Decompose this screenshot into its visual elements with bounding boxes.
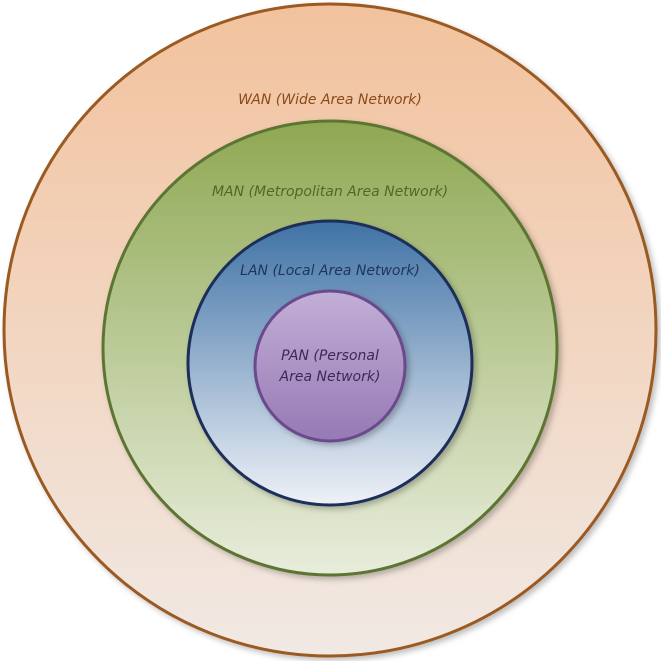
man-label: MAN (Metropolitan Area Network) [212,184,448,200]
wan-label: WAN (Wide Area Network) [238,92,422,108]
pan-circle [253,289,407,443]
pan-label-line-2: Area Network) [279,369,381,385]
lan-label: LAN (Local Area Network) [240,263,420,279]
pan-label-line-1: PAN (Personal [281,348,379,364]
